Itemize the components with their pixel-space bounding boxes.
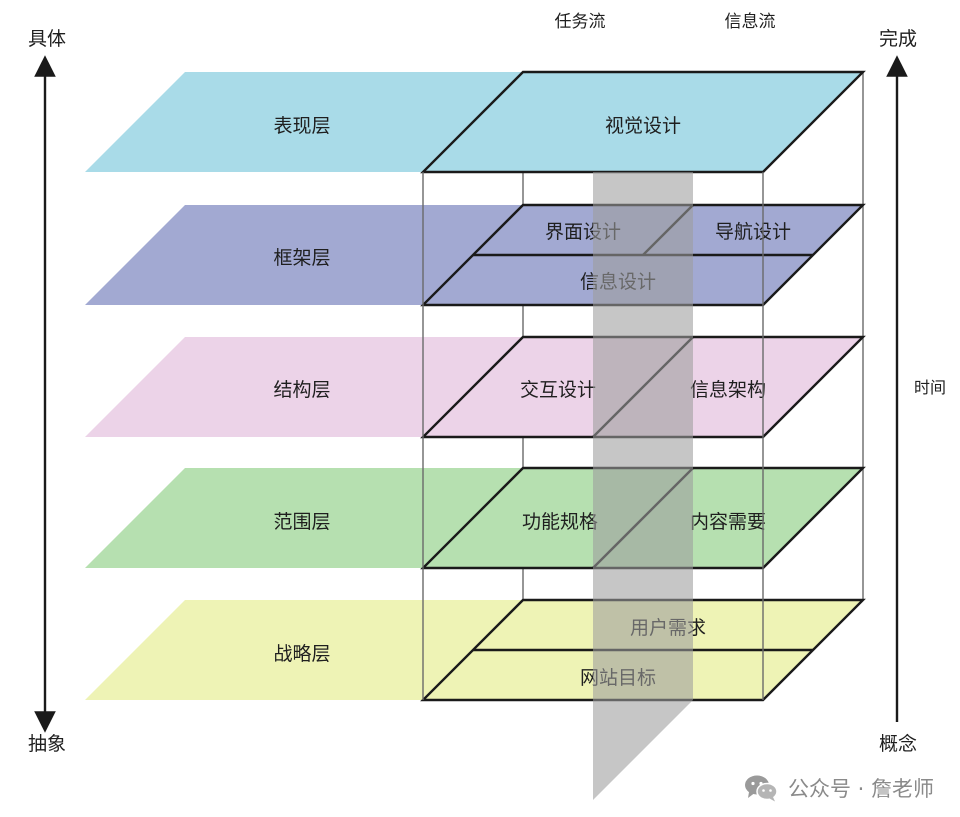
- right-axis-time-label: 时间: [914, 378, 946, 397]
- flow-split-plane: [593, 172, 693, 800]
- layer-skeleton: 框架层 界面设计 导航设计 信息设计: [85, 203, 866, 307]
- layer-structure: 结构层 交互设计 信息架构: [85, 335, 866, 439]
- skeleton-layer-label: 框架层: [273, 247, 330, 269]
- structure-layer-label: 结构层: [273, 379, 330, 401]
- structure-item-interaction-design: 交互设计: [520, 379, 596, 401]
- scope-layer-label: 范围层: [273, 511, 330, 533]
- watermark-text: 公众号 · 詹老师: [787, 777, 934, 801]
- layer-scope: 范围层 功能规格 内容需要: [85, 466, 866, 570]
- right-axis-bottom-label: 概念: [879, 732, 917, 755]
- left-axis-top-label: 具体: [28, 28, 66, 50]
- right-axis-top-label: 完成: [879, 28, 917, 50]
- scope-item-content-requirements: 内容需要: [690, 511, 766, 533]
- surface-item-visual-design: 视觉设计: [605, 115, 681, 137]
- task-flow-header: 任务流: [555, 12, 606, 32]
- left-axis: 具体 抽象: [28, 28, 66, 755]
- strategy-layer-label: 战略层: [273, 643, 330, 665]
- surface-layer-label: 表现层: [273, 115, 330, 137]
- left-axis-bottom-label: 抽象: [28, 733, 66, 755]
- info-flow-header: 信息流: [725, 12, 776, 32]
- structure-item-information-architecture: 信息架构: [690, 379, 766, 401]
- watermark: 公众号 · 詹老师: [744, 773, 934, 803]
- wechat-icon: [744, 775, 778, 802]
- right-axis: 完成 概念 时间: [879, 28, 946, 755]
- box-front-edges: [422, 172, 764, 700]
- layer-surface: 表现层 视觉设计: [85, 70, 866, 174]
- scope-item-functional-specs: 功能规格: [522, 511, 598, 533]
- skeleton-item-navigation-design: 导航设计: [715, 221, 791, 243]
- layer-strategy: 战略层 用户需求 网站目标: [85, 598, 866, 702]
